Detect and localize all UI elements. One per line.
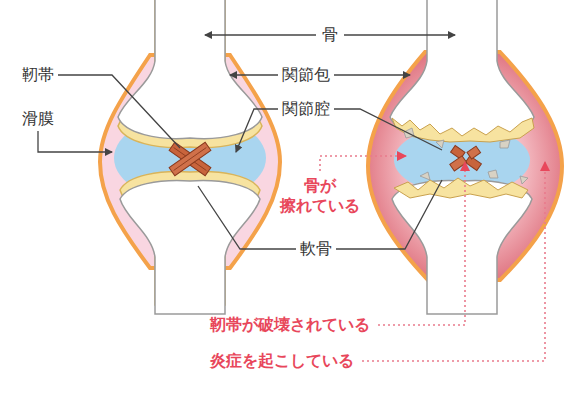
part-label: 軟骨 (300, 239, 332, 259)
ligament (169, 142, 211, 175)
damage-callout: 靭帯が破壊されている (210, 315, 370, 335)
damage-callout: 骨が 擦れている (276, 176, 364, 216)
part-label: 骨 (322, 25, 338, 45)
worn-cartilage (392, 118, 534, 142)
bone-fragments (404, 128, 528, 184)
damage-callout: 炎症を起こしている (210, 351, 354, 371)
normal-joint (100, 0, 280, 314)
bone-lower (392, 181, 532, 314)
torn-ligament (450, 146, 482, 171)
leader-lines (38, 35, 455, 249)
part-label: 滑膜 (22, 109, 54, 129)
bone-upper (118, 0, 262, 139)
part-label: 関節包 (282, 65, 330, 85)
part-label: 靭帯 (22, 65, 54, 85)
worn-cartilage (394, 178, 528, 198)
bone-upper (390, 0, 534, 139)
part-label: 関節腔 (282, 99, 330, 119)
